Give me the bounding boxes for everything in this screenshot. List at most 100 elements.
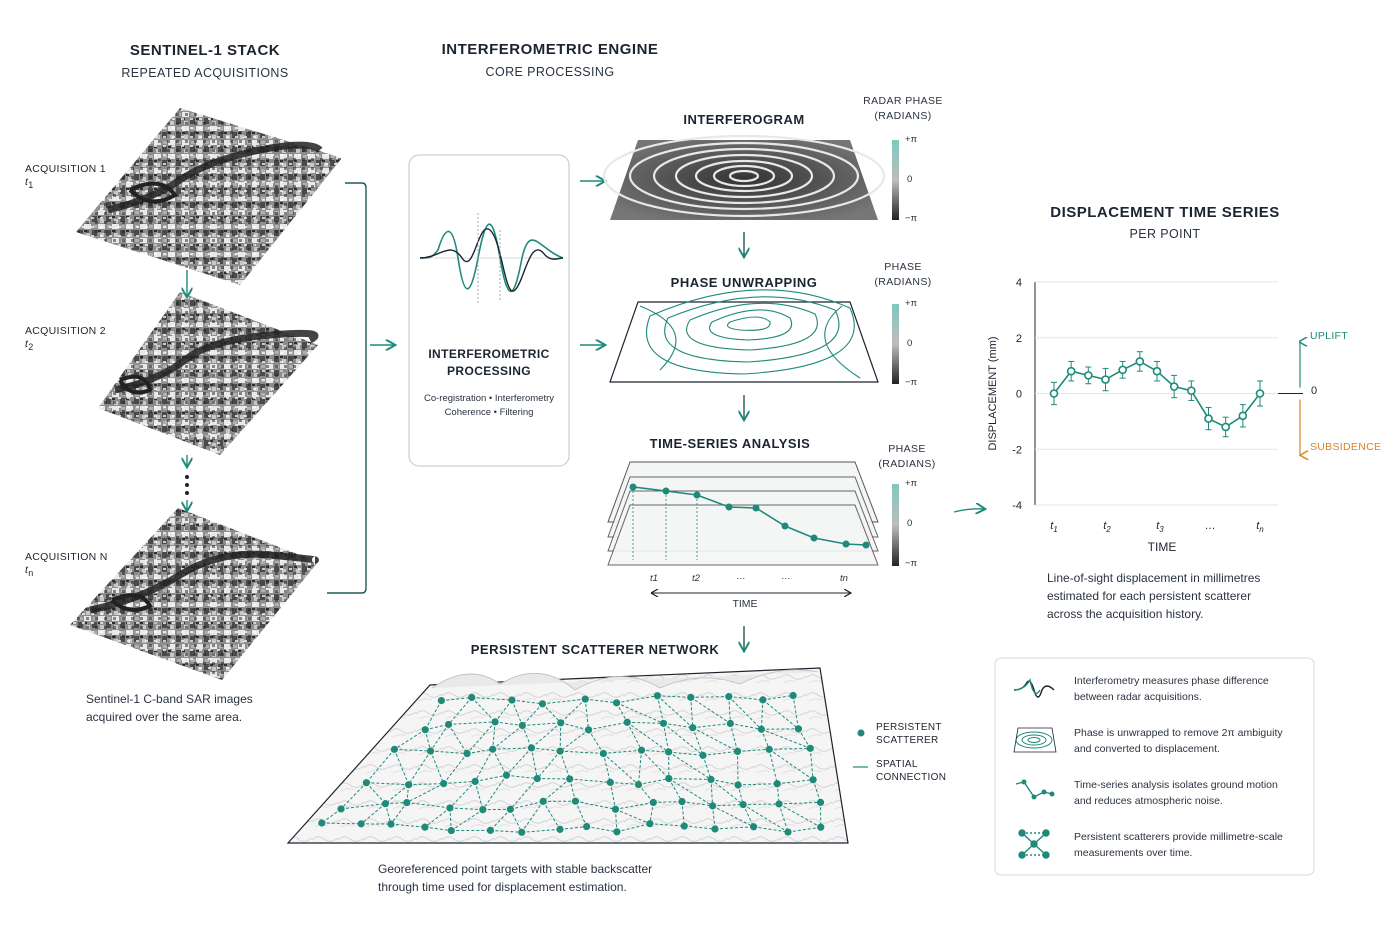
spatial-connection bbox=[559, 826, 587, 830]
spatial-connection bbox=[521, 828, 561, 833]
spatial-connection bbox=[712, 804, 744, 807]
spatial-connection bbox=[448, 697, 473, 725]
spatial-connection bbox=[702, 750, 738, 756]
network-scatterers bbox=[318, 691, 825, 836]
persistent-scatterer bbox=[381, 800, 389, 808]
data-point bbox=[1135, 357, 1145, 366]
spatial-connection bbox=[321, 808, 342, 824]
stack-ellipsis bbox=[185, 475, 189, 495]
spatial-connection bbox=[530, 747, 538, 779]
spatial-connection bbox=[542, 703, 562, 724]
persistent-scatterer bbox=[527, 744, 536, 752]
spatial-connection bbox=[728, 696, 762, 730]
spatial-connection bbox=[603, 749, 642, 754]
spatial-connection bbox=[321, 822, 362, 825]
spatial-connection bbox=[690, 696, 731, 724]
spatial-connection bbox=[560, 750, 604, 754]
scale-2-mid: 0 bbox=[907, 338, 913, 349]
acquisition-n-label: ACQUISITION N tn bbox=[25, 551, 108, 579]
spatial-connection bbox=[394, 729, 426, 750]
phase-colorbar-2 bbox=[892, 304, 899, 384]
persistent-scatterer bbox=[659, 719, 668, 727]
unwrapping-title: PHASE UNWRAPPING bbox=[670, 275, 818, 290]
spatial-connection bbox=[390, 823, 425, 828]
spatial-connection bbox=[616, 695, 658, 704]
persistent-scatterer bbox=[387, 820, 395, 828]
spatial-connection bbox=[585, 698, 617, 704]
persistent-scatterer bbox=[556, 825, 564, 833]
wave-icon bbox=[1013, 678, 1055, 698]
spatial-connection bbox=[340, 782, 367, 810]
persistent-scatterer bbox=[518, 828, 526, 836]
persistent-scatterer bbox=[447, 826, 455, 835]
persistent-scatterer bbox=[734, 781, 742, 789]
spatial-connection bbox=[712, 805, 754, 828]
data-point bbox=[1169, 382, 1179, 391]
scale-2-bottom: −π bbox=[905, 377, 918, 388]
persistent-scatterer bbox=[533, 774, 541, 783]
sar-image-n bbox=[70, 508, 319, 680]
acquisition-2-label: ACQUISITION 2 t2 bbox=[25, 325, 106, 353]
spatial-connection bbox=[492, 747, 532, 750]
spatial-connection bbox=[385, 784, 409, 805]
spatial-connection bbox=[393, 749, 410, 785]
y-axis-label: DISPLACEMENT (mm) bbox=[987, 336, 999, 450]
spatial-connection bbox=[809, 748, 814, 780]
spatial-connection bbox=[641, 749, 670, 779]
spatial-connection bbox=[511, 699, 543, 705]
spatial-connection bbox=[536, 750, 561, 779]
legend-item-3: Time-series analysis isolates ground mot… bbox=[1074, 779, 1278, 807]
spatial-connection bbox=[692, 727, 738, 752]
data-point bbox=[1066, 366, 1076, 376]
spatial-connection bbox=[424, 729, 432, 752]
timeseries-panel bbox=[607, 461, 879, 566]
persistent-scatterer bbox=[444, 720, 453, 729]
data-point bbox=[1118, 365, 1127, 375]
persistent-scatterer bbox=[390, 745, 398, 753]
ts-tick-t2: t2 bbox=[692, 573, 700, 584]
spatial-connection bbox=[638, 778, 669, 786]
spatial-connection bbox=[728, 696, 731, 724]
persistent-scatterer bbox=[725, 692, 733, 701]
spatial-connection bbox=[449, 807, 483, 811]
spatial-connection bbox=[467, 748, 493, 755]
spatial-connection bbox=[588, 721, 628, 731]
spatial-connection bbox=[430, 750, 445, 784]
persistent-scatterer bbox=[426, 747, 435, 755]
spatial-connection bbox=[430, 724, 449, 752]
spatial-connection bbox=[681, 801, 713, 807]
persistent-scatterer bbox=[539, 797, 547, 805]
fringe-icon bbox=[1013, 727, 1057, 753]
spatial-connection bbox=[559, 729, 589, 752]
spatial-connection bbox=[615, 808, 651, 825]
x-tick-label: tn bbox=[1256, 520, 1264, 534]
engine-subtitle: CORE PROCESSING bbox=[485, 65, 615, 79]
x-axis-label: TIME bbox=[1148, 540, 1177, 554]
spatial-connection bbox=[657, 695, 694, 729]
persistent-scatterer bbox=[707, 775, 715, 784]
legend-scatterer-dot bbox=[857, 729, 865, 737]
persistent-scatterer bbox=[709, 802, 717, 810]
spatial-connection bbox=[449, 807, 452, 831]
spatial-connection bbox=[730, 723, 762, 730]
spatial-connection bbox=[466, 721, 496, 754]
spatial-connection bbox=[668, 751, 704, 756]
acquisition-1-label: ACQUISITION 1 t1 bbox=[25, 163, 106, 191]
spatial-connection bbox=[366, 749, 395, 783]
persistent-scatterer bbox=[337, 805, 345, 813]
persistent-scatterer bbox=[405, 781, 413, 789]
spatial-connection bbox=[627, 721, 664, 724]
data-point bbox=[1255, 389, 1265, 398]
spatial-connection bbox=[394, 748, 431, 752]
persistent-scatterer bbox=[612, 699, 621, 707]
legend-item-4: Persistent scatterers provide millimetre… bbox=[1074, 831, 1283, 859]
timeseries-scale-label: PHASE(RADIANS) bbox=[878, 443, 936, 470]
spatial-connection bbox=[710, 779, 744, 805]
spatial-connection bbox=[668, 778, 711, 780]
persistent-scatterer bbox=[809, 776, 817, 784]
